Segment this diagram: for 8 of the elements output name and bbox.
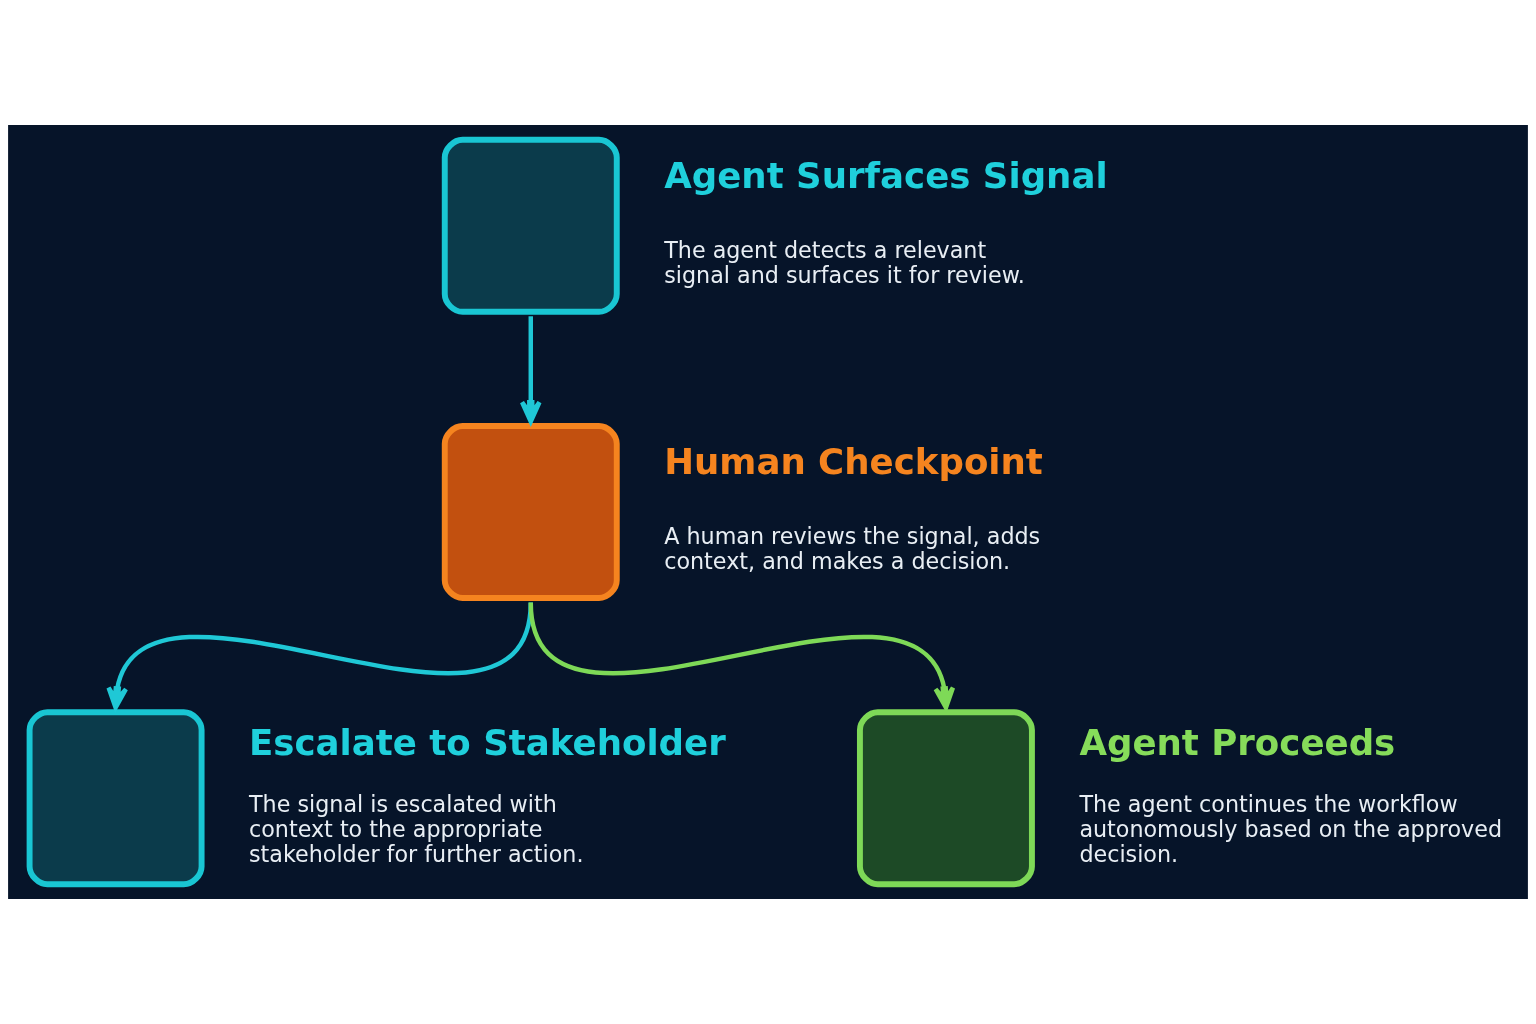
node-label: A human reviews the signal, adds context, and makes a decision. <box>664 522 1041 575</box>
node-label: The agent detects a relevant signal and surfaces it for review. <box>664 236 1025 288</box>
node-label: The signal is escalated with context to the appropriate stakeholder for further action. <box>249 790 584 867</box>
node-label: Agent Surfaces Signal <box>664 155 1108 197</box>
node-label: Agent Proceeds <box>1079 721 1396 763</box>
node-label: Human Checkpoint <box>664 441 1043 483</box>
node-label: Escalate to Stakeholder <box>249 721 726 763</box>
node-label: The agent continues the workflow autonomously based on the approved decision. <box>1079 790 1503 867</box>
